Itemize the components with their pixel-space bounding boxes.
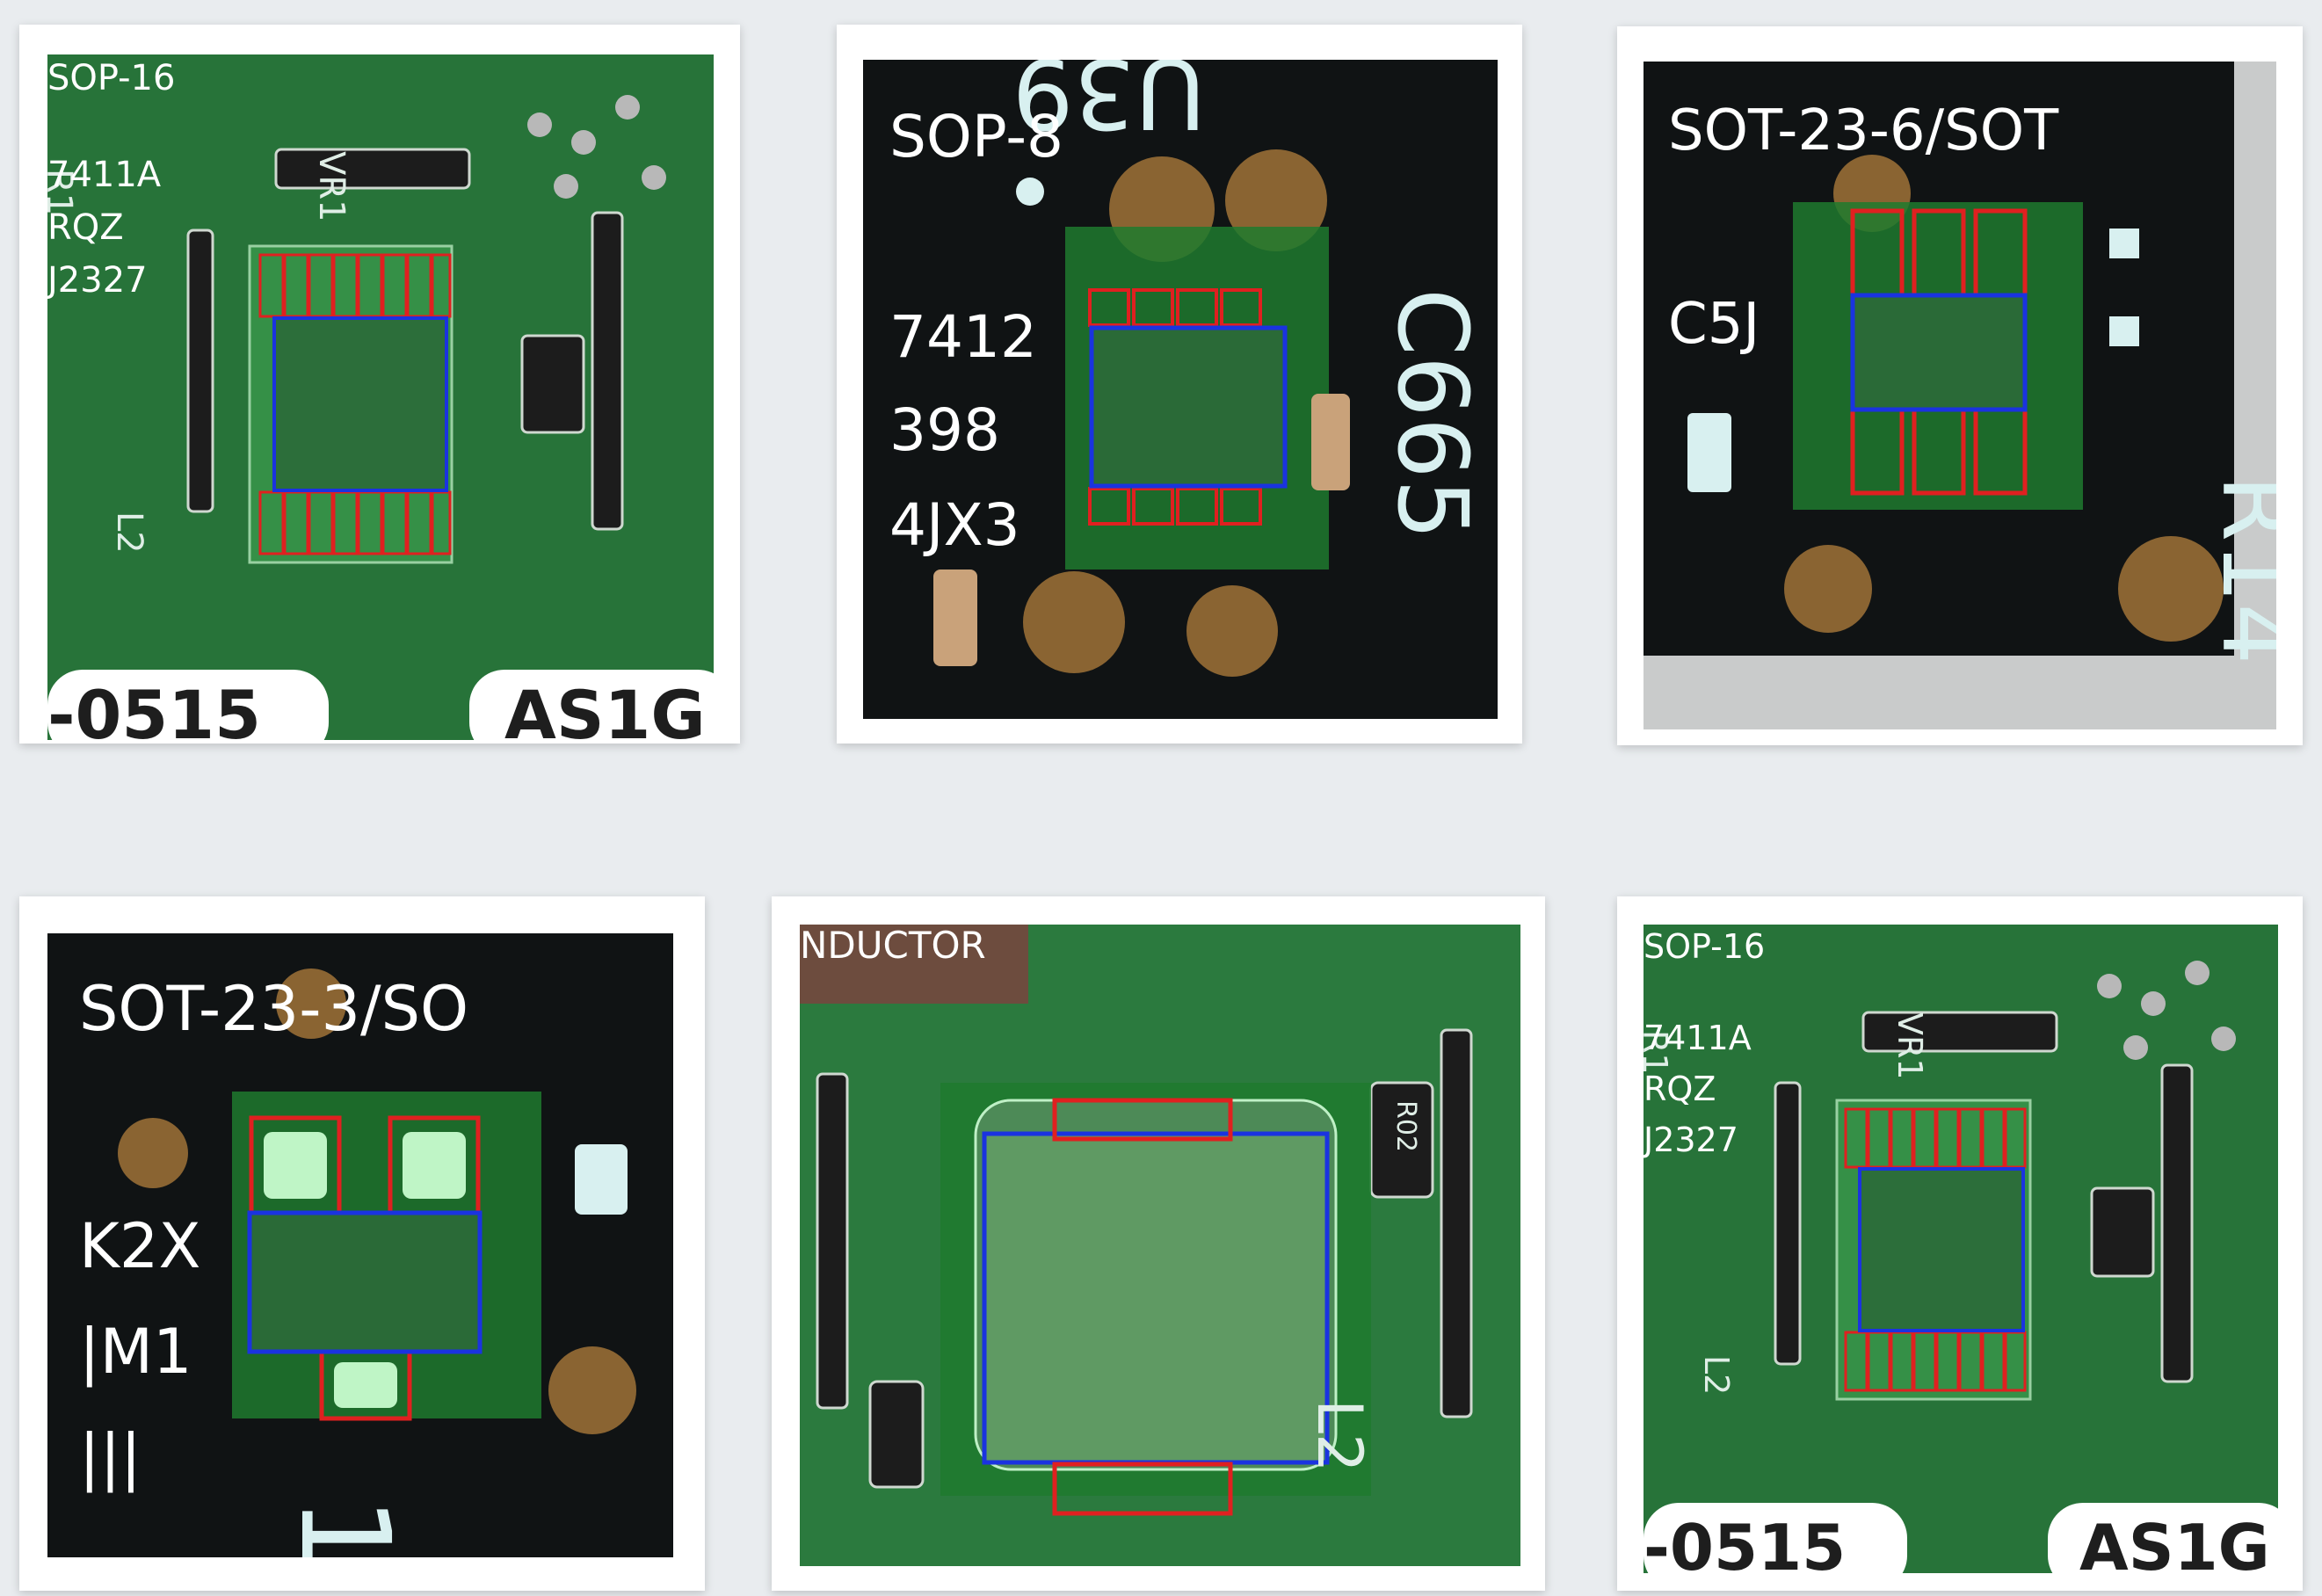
package-label: NDUCTOR	[800, 925, 986, 967]
pcb-photo: VR1 L2 R1 SOP-16 7411A RQZ J2327 -0515 A…	[1644, 925, 2278, 1573]
pcb-photo: VR1 L2 R1 SOP-16 7411A RQZ J2327 -0515 A…	[47, 54, 714, 740]
svg-text:R1: R1	[47, 169, 79, 215]
marking-line-3: 4JX3	[889, 491, 1020, 559]
panel-inductor: L2 R02 NDUCTOR	[772, 896, 1545, 1591]
marking-line-1: 7411A	[1644, 1019, 1752, 1057]
svg-text:10: 10	[272, 1496, 416, 1557]
package-label: SOP-16	[1644, 927, 1765, 966]
svg-text:C665: C665	[1376, 288, 1489, 540]
bottom-label-right: AS1G	[2079, 1511, 2270, 1573]
marking-line-1: 7412	[889, 303, 1037, 371]
package-label: SOP-8	[889, 103, 1063, 170]
marking-line-1: 7411A	[47, 155, 162, 195]
package-label: SOT-23-3/SO	[79, 973, 468, 1045]
pcb-photo: R14 SOT-23-6/SOT C5J	[1644, 62, 2276, 729]
package-label: SOT-23-6/SOT	[1668, 98, 2059, 163]
panel-sop8: U39 C665 SOP-8 7412 398 4JX3	[837, 25, 1522, 744]
pcb-photo: 10 SOT-23-3/SO K2X |M1 |||	[47, 933, 673, 1557]
marking-line-2: |M1	[79, 1316, 192, 1388]
bottom-label-right: AS1G	[504, 676, 706, 740]
svg-text:L2: L2	[1303, 1399, 1375, 1473]
panel-sot23-6: R14 SOT-23-6/SOT C5J	[1617, 26, 2303, 745]
svg-text:L2: L2	[1697, 1355, 1736, 1395]
marking-line-2: 398	[889, 396, 1000, 464]
marking-line-3: J2327	[1644, 1121, 1738, 1159]
panel-sot23-3: 10 SOT-23-3/SO K2X |M1 |||	[19, 896, 705, 1591]
marking-line-3: J2327	[47, 260, 148, 301]
panel-sop16-top: VR1 L2 R1 SOP-16 7411A RQZ J2327 -0515 A…	[19, 25, 740, 744]
svg-text:L2: L2	[109, 511, 149, 554]
bottom-label-left: -0515	[47, 676, 261, 740]
package-label: SOP-16	[47, 58, 175, 98]
svg-text:U39: U39	[1012, 60, 1206, 149]
marking-line-3: |||	[79, 1421, 141, 1493]
svg-text:R1: R1	[1644, 1030, 1674, 1075]
marking-line-1: C5J	[1668, 292, 1760, 357]
pcb-photo: L2 R02 NDUCTOR	[800, 925, 1520, 1566]
panel-sop16-bottom: VR1 L2 R1 SOP-16 7411A RQZ J2327 -0515 A…	[1617, 896, 2303, 1591]
pcb-photo: U39 C665 SOP-8 7412 398 4JX3	[863, 60, 1498, 719]
bottom-label-left: -0515	[1644, 1511, 1846, 1573]
svg-text:R02: R02	[1390, 1100, 1421, 1152]
marking-line-2: RQZ	[47, 207, 124, 248]
marking-line-2: RQZ	[1644, 1070, 1716, 1108]
svg-text:R14: R14	[2201, 475, 2276, 664]
marking-line-1: K2X	[79, 1210, 200, 1282]
svg-text:VR1: VR1	[311, 151, 352, 222]
svg-text:VR1: VR1	[1890, 1012, 1929, 1080]
